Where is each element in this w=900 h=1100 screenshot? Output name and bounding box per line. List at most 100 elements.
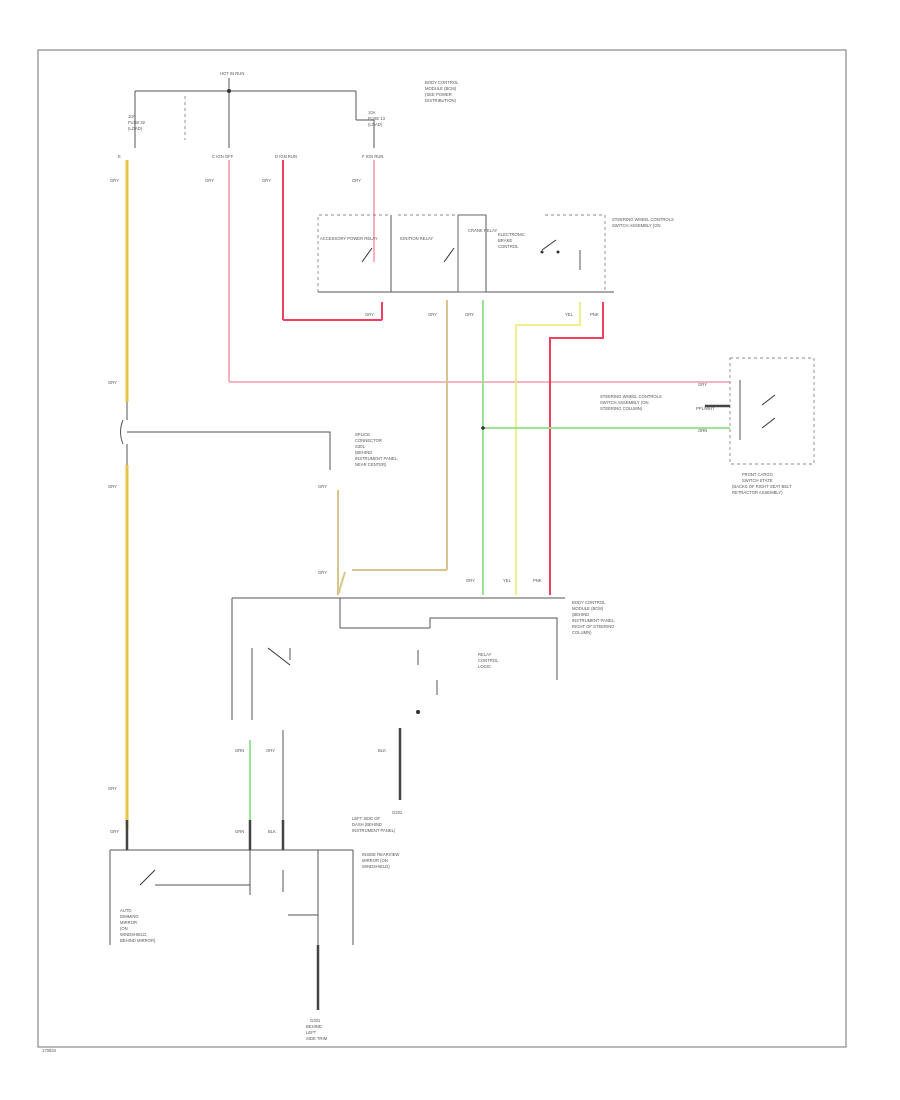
- svg-text:BRAKE: BRAKE: [498, 238, 512, 243]
- svg-text:GRY: GRY: [365, 312, 374, 317]
- svg-text:GRY: GRY: [318, 570, 327, 575]
- svg-text:NEAR CENTER): NEAR CENTER): [355, 462, 387, 467]
- svg-text:FUSE 13: FUSE 13: [368, 116, 386, 121]
- relay-block: [317, 214, 614, 293]
- svg-text:YEL: YEL: [503, 578, 512, 583]
- relay-inner-label: RELAY CONTROL LOGIC: [478, 652, 499, 669]
- svg-text:STEERING COLUMN): STEERING COLUMN): [600, 406, 643, 411]
- svg-text:DASH (BEHIND: DASH (BEHIND: [352, 822, 382, 827]
- svg-text:CRANK RELAY: CRANK RELAY: [468, 228, 497, 233]
- svg-text:(BEHIND: (BEHIND: [355, 450, 372, 455]
- relay-bottom-pin-labels: GRY GRY GRY YEL PNK: [365, 312, 599, 317]
- svg-text:LEFT SIDE OF: LEFT SIDE OF: [352, 816, 381, 821]
- ground-center: G201 LEFT SIDE OF DASH (BEHIND INSTRUMEN…: [352, 728, 403, 833]
- svg-text:GRN: GRN: [698, 428, 707, 433]
- svg-text:BODY CONTROL: BODY CONTROL: [425, 80, 459, 85]
- svg-text:GRY: GRY: [108, 380, 117, 385]
- right-connector-label: STEERING WHEEL CONTROLS SWITCH ASSEMBLY …: [600, 394, 662, 411]
- bottom-left-box: [109, 820, 354, 945]
- svg-text:GRY: GRY: [108, 484, 117, 489]
- svg-text:MODULE (BCM): MODULE (BCM): [425, 86, 457, 91]
- svg-text:GRY: GRY: [466, 578, 475, 583]
- svg-text:SWITCH STATE: SWITCH STATE: [742, 478, 773, 483]
- svg-text:F IGN RUN: F IGN RUN: [362, 154, 383, 159]
- svg-text:GRY: GRY: [108, 786, 117, 791]
- left-wire-labels: GRY GRY GRY: [108, 380, 117, 791]
- svg-text:BODY CONTROL: BODY CONTROL: [572, 600, 606, 605]
- svg-text:RIGHT OF STEERING: RIGHT OF STEERING: [572, 624, 615, 629]
- mid-wire-labels: GRY GRY GRY YEL PNK: [318, 484, 542, 583]
- relay-block-label: ELECTRONIC BRAKE CONTROL: [498, 232, 525, 249]
- wire-red-d: [282, 160, 383, 321]
- svg-text:YEL: YEL: [565, 312, 574, 317]
- footer-code: 170834: [42, 1048, 57, 1053]
- svg-text:LEFT: LEFT: [306, 1030, 317, 1035]
- top-pin-labels: E C IGN OFF D IGN RUN F IGN RUN: [118, 154, 383, 159]
- svg-text:GRY: GRY: [266, 748, 275, 753]
- svg-text:DISTRIBUTION): DISTRIBUTION): [425, 98, 457, 103]
- svg-text:CONNECTOR: CONNECTOR: [355, 438, 382, 443]
- fuse-left-label: 10A FUSE 32 (LOAD): [128, 114, 146, 131]
- svg-text:RETRACTOR ASSEMBLY): RETRACTOR ASSEMBLY): [732, 490, 783, 495]
- svg-text:CONTROL: CONTROL: [498, 244, 519, 249]
- top-bus: [134, 78, 375, 148]
- wire-relay-down: [352, 300, 730, 595]
- svg-text:S301: S301: [355, 444, 365, 449]
- svg-text:CONTROL: CONTROL: [478, 658, 499, 663]
- wire-left-yellow: [120, 160, 129, 830]
- svg-text:MODULE (BCM): MODULE (BCM): [572, 606, 604, 611]
- diagram-frame: [37, 49, 847, 1048]
- svg-text:LOGIC: LOGIC: [478, 664, 491, 669]
- svg-text:BEHIND: BEHIND: [306, 1024, 322, 1029]
- svg-text:PNK: PNK: [533, 578, 542, 583]
- control-module-box: [231, 597, 565, 720]
- svg-text:MIRROR (ON: MIRROR (ON: [362, 858, 388, 863]
- svg-text:MIRROR: MIRROR: [120, 920, 137, 925]
- svg-text:GRN: GRN: [235, 748, 244, 753]
- svg-text:SPLICE: SPLICE: [355, 432, 370, 437]
- ground-bottom: G301 BEHIND LEFT SIDE TRIM: [306, 945, 328, 1041]
- svg-text:ACCESSORY POWER RELAY: ACCESSORY POWER RELAY: [320, 236, 378, 241]
- svg-text:WINDSHIELD,: WINDSHIELD,: [120, 932, 147, 937]
- bottom-left-box-label: AUTO DIMMING MIRROR (ON WINDSHIELD, BEHI…: [120, 908, 156, 943]
- svg-text:SIDE TRIM: SIDE TRIM: [306, 1036, 328, 1041]
- control-module-label: BODY CONTROL MODULE (BCM) (BEHIND INSTRU…: [572, 600, 615, 635]
- relay-right-label: STEERING WHEEL CONTROLS SWITCH ASSEMBLY …: [612, 217, 674, 228]
- svg-text:BEHIND MIRROR): BEHIND MIRROR): [120, 938, 156, 943]
- svg-text:BLK: BLK: [268, 829, 276, 834]
- svg-text:10A: 10A: [128, 114, 136, 119]
- svg-text:WINDSHIELD): WINDSHIELD): [362, 864, 390, 869]
- svg-text:SWITCH ASSEMBLY (ON: SWITCH ASSEMBLY (ON: [600, 400, 648, 405]
- ground-center-pin: BLK: [378, 748, 386, 753]
- lower-wires: GRN GRY: [235, 730, 284, 830]
- svg-text:STEERING WHEEL CONTROLS: STEERING WHEEL CONTROLS: [612, 217, 674, 222]
- svg-text:INSIDE REARVIEW: INSIDE REARVIEW: [362, 852, 399, 857]
- svg-text:GRY: GRY: [352, 178, 361, 183]
- svg-text:D IGN RUN: D IGN RUN: [275, 154, 297, 159]
- splice-wire: [127, 431, 346, 596]
- svg-text:G201: G201: [392, 810, 403, 815]
- svg-text:(SEE POWER: (SEE POWER: [425, 92, 452, 97]
- relay-labels: ACCESSORY POWER RELAY IGNITION RELAY CRA…: [320, 228, 497, 241]
- svg-text:FRONT CARGO: FRONT CARGO: [742, 472, 774, 477]
- fuse-block-label: BODY CONTROL MODULE (BCM) (SEE POWER DIS…: [425, 80, 459, 103]
- svg-text:INSTRUMENT PANEL,: INSTRUMENT PANEL,: [572, 618, 615, 623]
- svg-text:10A: 10A: [368, 110, 376, 115]
- svg-text:(ON: (ON: [120, 926, 128, 931]
- svg-text:INSTRUMENT PANEL): INSTRUMENT PANEL): [352, 828, 396, 833]
- svg-text:GRY: GRY: [318, 484, 327, 489]
- svg-text:AUTO: AUTO: [120, 908, 132, 913]
- svg-text:RELAY: RELAY: [478, 652, 492, 657]
- top-node-label: HOT IN RUN: [220, 71, 244, 76]
- svg-text:GRY: GRY: [110, 178, 119, 183]
- svg-text:E: E: [118, 154, 121, 159]
- svg-text:G301: G301: [310, 1018, 321, 1023]
- svg-text:(BACKS OF RIGHT SEAT BELT: (BACKS OF RIGHT SEAT BELT: [732, 484, 792, 489]
- svg-text:STEERING WHEEL CONTROLS: STEERING WHEEL CONTROLS: [600, 394, 662, 399]
- svg-text:(BEHIND: (BEHIND: [572, 612, 589, 617]
- svg-text:SWITCH ASSEMBLY (ON: SWITCH ASSEMBLY (ON: [612, 223, 660, 228]
- center-splice-label: SPLICE CONNECTOR S301 (BEHIND INSTRUMENT…: [355, 432, 398, 467]
- svg-text:GRY: GRY: [110, 829, 119, 834]
- svg-text:GRY: GRY: [205, 178, 214, 183]
